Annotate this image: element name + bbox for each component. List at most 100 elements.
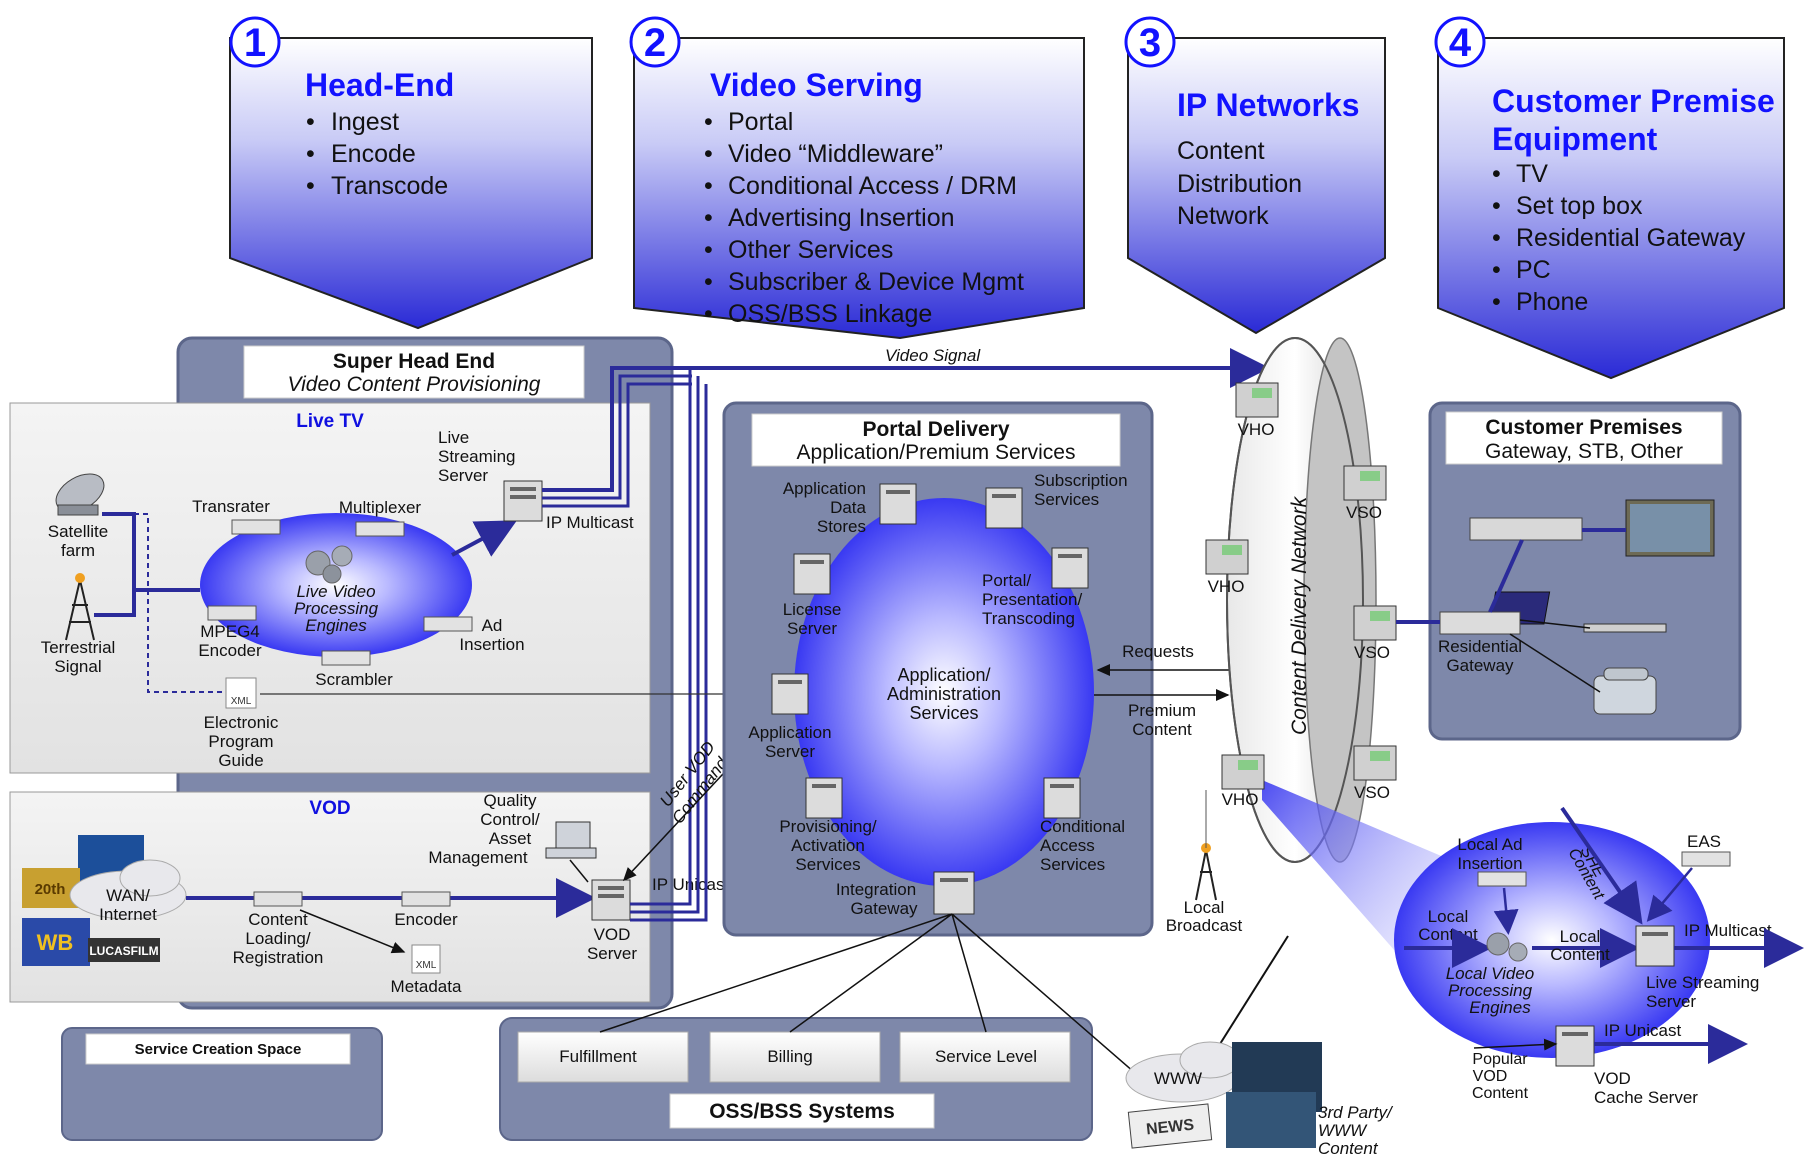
engines-label: Live Video [296,582,375,601]
wan-label: WAN/ [106,886,150,905]
server-icon [1043,777,1081,819]
multiplexer-label: Multiplexer [339,498,422,517]
subscription-label: Subscription [1034,471,1128,490]
residential-gateway-icon [1439,611,1521,635]
integration-label: Integration [836,880,916,899]
billing-label: Billing [767,1047,812,1066]
multiplexer-device-icon [355,521,405,537]
app-data-label: Stores [817,517,866,536]
stage-4-bullet: Phone [1516,288,1588,316]
stage-2-bullet: Video “Middleware” [728,140,943,168]
laptop-base-icon [1583,623,1667,633]
vso-label: VSO [1346,503,1382,522]
premium-label: Content [1132,720,1192,739]
vho-detail-blob: Local Ad Insertion SHE Content EAS Local… [1394,806,1804,1067]
app-data-label: Application [783,479,866,498]
license-label: Server [787,619,837,638]
terrestrial-label: Terrestrial [41,638,116,657]
satellite-dish-icon [55,473,105,516]
encoder-device-icon [401,891,451,907]
stage-3-title: IP Networks [1177,87,1360,123]
provisioning-label: Services [795,855,860,874]
vod-server-icon [591,879,631,921]
license-label: License [783,600,842,619]
svg-text:LUCASFILM: LUCASFILM [89,944,158,958]
local-content-label: Content [1550,945,1610,964]
gears-icon [1486,932,1528,962]
stage-1-arrow: 1 Head-End •Ingest •Encode •Transcode [229,16,593,330]
local-broadcast-label: Broadcast [1166,916,1243,935]
customer-premises-panel: Customer Premises Gateway, STB, Other Re… [1428,401,1742,741]
www-label: WWW [1154,1069,1202,1088]
oss-title: OSS/BSS Systems [709,1100,895,1123]
engines-label: Engines [305,616,367,635]
satellite-label: farm [61,541,95,560]
fox-logo-icon [22,868,80,908]
broadcast-tower-icon [1195,790,1217,901]
workstation-icon [545,821,597,859]
portal-title: Portal Delivery [862,418,1009,441]
server-icon [1051,547,1089,589]
service-level-label: Service Level [935,1047,1037,1066]
server-icon [985,487,1023,529]
mpeg4-label: MPEG4 [200,622,260,641]
stage-4-number: 4 [1449,21,1472,65]
local-broadcast-label: Local [1184,898,1225,917]
svg-text:•: • [704,204,713,232]
app-server-label: Server [765,742,815,761]
svg-text:•: • [306,172,315,200]
vod-panel: VOD 20th WB LUCASFILM WAN/ Internet Cont… [9,791,729,1003]
stage-4-bullet: PC [1516,256,1551,284]
conditional-label: Conditional [1040,817,1125,836]
svg-text:•: • [306,108,315,136]
svg-text:•: • [1492,256,1501,284]
app-server-label: Application [748,723,831,742]
service-creation-label: Service Creation Space [135,1041,302,1058]
content-loading-label: Loading/ [245,929,311,948]
oss-bss-panel: Fulfillment Billing Service Level OSS/BS… [499,1017,1093,1141]
content-loading-label: Registration [233,948,324,967]
vho-label: VHO [1208,577,1245,596]
stage-2-bullet: Advertising Insertion [728,204,955,232]
wb-logo-icon [22,918,90,966]
portal-delivery-panel: Portal Delivery Application/Premium Serv… [722,401,1154,937]
eas-device-icon [1681,851,1731,867]
newspaper-icon: NEWS [1127,1103,1213,1149]
svg-text:•: • [704,172,713,200]
stage-1-bullet: Ingest [331,108,399,136]
antenna-tower-icon [65,573,95,641]
quality-label: Management [428,848,528,867]
third-party-label: Content [1318,1139,1379,1158]
scrambler-device-icon [321,650,371,666]
application-services-blob [794,498,1094,886]
stage-2-bullet: Other Services [728,236,893,264]
quality-label: Asset [489,829,532,848]
stage-2-title: Video Serving [710,67,923,103]
portal-presentation-label: Transcoding [982,609,1075,628]
billing-box [709,1031,881,1083]
live-streaming-server-icon [503,480,543,522]
rg-label: Gateway [1446,656,1514,675]
transrater-label: Transrater [192,497,270,516]
live-streaming-server-icon [1635,925,1675,967]
svg-text:•: • [1492,160,1501,188]
portal-presentation-label: Portal/ [982,571,1031,590]
live-tv-label: Live TV [296,411,364,432]
popular-vod-label: Popular [1472,1051,1528,1068]
xml-label: XML [416,960,437,971]
vso-router-icon [1343,465,1387,501]
rg-label: Residential [1438,637,1522,656]
quality-label: Control/ [480,810,540,829]
live-streaming-label: Live [438,428,469,447]
vho-router-icon [1235,382,1279,418]
vho-label: VHO [1238,420,1275,439]
vod-cache-label: Cache Server [1594,1088,1698,1107]
transrater-device-icon [231,519,281,535]
stage-4-bullet: Set top box [1516,192,1643,220]
conditional-label: Access [1040,836,1095,855]
provisioning-label: Activation [791,836,865,855]
portal-center-label: Application/ [897,665,990,685]
www-cloud-icon [1125,1041,1241,1103]
cloud-icon [69,859,187,920]
service-creation-panel: Service Creation Space [61,1027,383,1141]
